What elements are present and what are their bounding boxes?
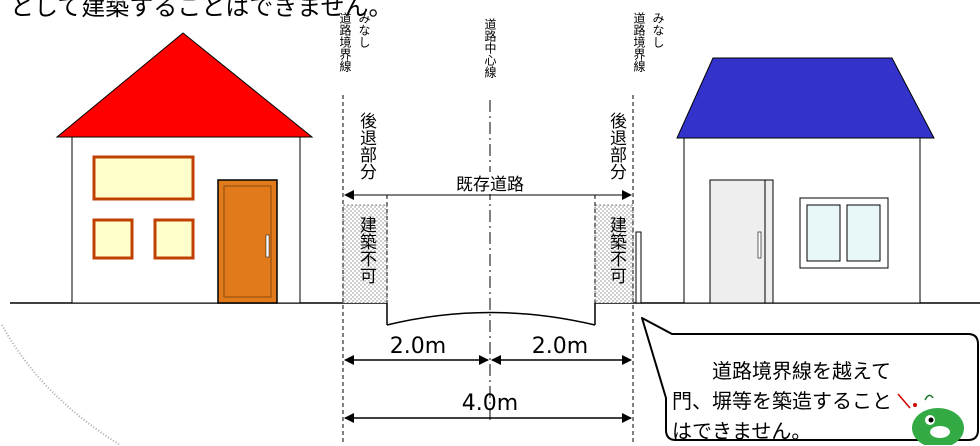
label-centerline: 道路中心線 bbox=[483, 18, 497, 78]
label-setback-left: 後退部分 bbox=[356, 112, 377, 180]
left-house-roof bbox=[55, 32, 314, 138]
right-house-door bbox=[709, 179, 774, 304]
gate-post bbox=[635, 231, 642, 304]
callout-line-2: 門、塀等を築造すること bbox=[672, 389, 892, 413]
setback-zone-left bbox=[342, 204, 388, 304]
callout-line-3: はできません。 bbox=[672, 419, 812, 443]
label-no-build-left: 建築不可 bbox=[356, 216, 377, 284]
label-boundary-left: 道路境界線 bbox=[338, 12, 352, 72]
top-sentence-fragment: として建築することはできません。 bbox=[10, 0, 393, 21]
callout-line-1: 道路境界線を越えて bbox=[712, 359, 891, 383]
setback-zone-right bbox=[594, 204, 634, 304]
label-minashi-right: みなし bbox=[651, 12, 665, 48]
left-house-window-small-2 bbox=[153, 218, 195, 260]
label-minashi-left: みなし bbox=[357, 12, 371, 48]
mascot-icon bbox=[897, 393, 964, 445]
label-dim-left: 2.0m bbox=[390, 334, 446, 359]
right-door-handle bbox=[757, 231, 762, 259]
label-no-build-right: 建築不可 bbox=[606, 216, 627, 284]
label-setback-right: 後退部分 bbox=[606, 112, 627, 180]
label-boundary-right: 道路境界線 bbox=[632, 12, 646, 72]
callout-text: 道路境界線を越えて 門、塀等を築造すること はできません。 bbox=[672, 356, 972, 446]
label-dim-total: 4.0m bbox=[462, 391, 518, 416]
label-dim-right: 2.0m bbox=[532, 334, 588, 359]
left-door-handle bbox=[265, 234, 270, 258]
decorative-dotted-arc bbox=[1, 324, 121, 445]
ground bbox=[10, 302, 980, 326]
label-existing-road: 既存道路 bbox=[456, 175, 524, 195]
right-house bbox=[676, 57, 935, 304]
right-house-roof bbox=[676, 57, 935, 139]
left-house-window-small-1 bbox=[92, 218, 134, 260]
left-house bbox=[55, 32, 314, 304]
left-house-window-long bbox=[92, 155, 195, 201]
callout-bubble bbox=[641, 317, 979, 441]
